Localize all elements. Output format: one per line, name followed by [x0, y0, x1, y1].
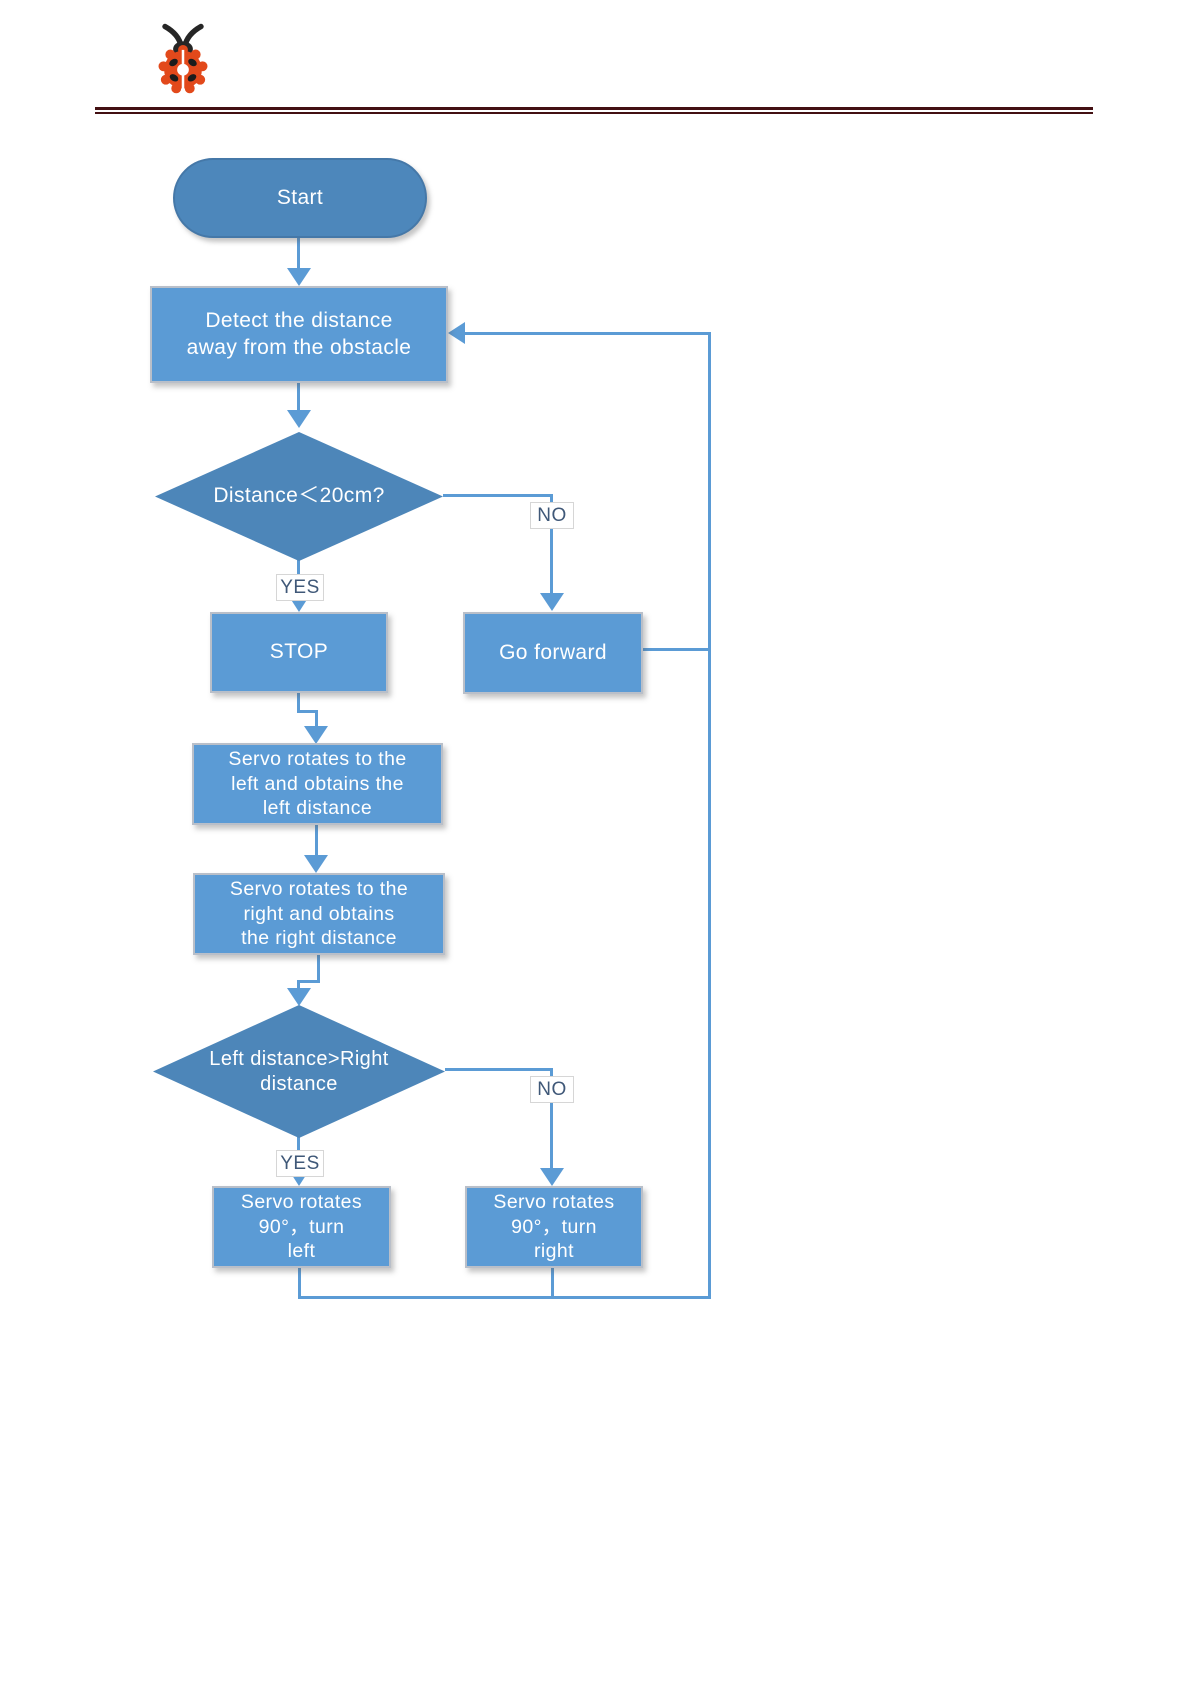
- connector-loop-right: [708, 333, 711, 1299]
- node-servo-right: Servo rotates to the right and obtains t…: [193, 873, 445, 955]
- arrowhead-decision2: [287, 988, 311, 1006]
- connector-no1-vertical: [550, 494, 553, 595]
- connector-no2-horizontal: [445, 1068, 553, 1071]
- connector-no2-vertical: [550, 1068, 553, 1172]
- header-rule-top: [95, 107, 1093, 110]
- arrowhead-no2: [540, 1168, 564, 1186]
- connector-goforward-loop: [643, 648, 710, 651]
- ladybug-icon: [158, 23, 208, 94]
- edge-label-yes1: YES: [276, 574, 324, 601]
- node-decision-distance: Distance＜20cm?: [155, 432, 443, 561]
- node-detect-distance: Detect the distance away from the obstac…: [150, 286, 448, 383]
- node-turn-left: Servo rotates 90°，turn left: [212, 1186, 391, 1268]
- edge-label-no1: NO: [530, 502, 574, 529]
- connector-turnright-down: [551, 1268, 554, 1299]
- node-stop: STOP: [210, 612, 388, 693]
- connector-no1-horizontal: [443, 494, 553, 497]
- connector-servoright-decision2-v1: [317, 955, 320, 983]
- edge-label-no2: NO: [530, 1076, 574, 1103]
- connector-stop-servoleft-v2: [315, 710, 318, 730]
- arrowhead-yes1: [290, 598, 308, 612]
- connector-loop-bottom: [298, 1296, 711, 1299]
- connector-loop-top: [461, 332, 711, 335]
- connector-servoleft-servoright: [315, 825, 318, 857]
- node-start: Start: [173, 158, 427, 238]
- connector-detect-decision: [297, 383, 300, 413]
- arrowhead-no1: [540, 593, 564, 611]
- arrowhead-detect-decision: [287, 410, 311, 428]
- node-go-forward: Go forward: [463, 612, 643, 694]
- header-rule-bottom: [95, 112, 1093, 114]
- node-turn-right: Servo rotates 90°，turn right: [465, 1186, 643, 1268]
- edge-label-yes2: YES: [276, 1150, 324, 1177]
- connector-servoright-decision2-h: [297, 980, 320, 983]
- node-decision-leftright: Left distance>Right distance: [153, 1005, 445, 1138]
- connector-start-detect: [297, 237, 300, 270]
- connector-servoright-decision2-v2: [297, 980, 300, 992]
- node-servo-left: Servo rotates to the left and obtains th…: [192, 743, 443, 825]
- arrowhead-servoright: [304, 855, 328, 873]
- connector-stop-servoleft-h: [297, 710, 318, 713]
- arrowhead-loop-detect: [448, 322, 465, 344]
- arrowhead-start-detect: [287, 268, 311, 286]
- connector-turnleft-down: [298, 1268, 301, 1299]
- connector-stop-servoleft-v1: [297, 693, 300, 713]
- arrowhead-servoleft: [304, 726, 328, 744]
